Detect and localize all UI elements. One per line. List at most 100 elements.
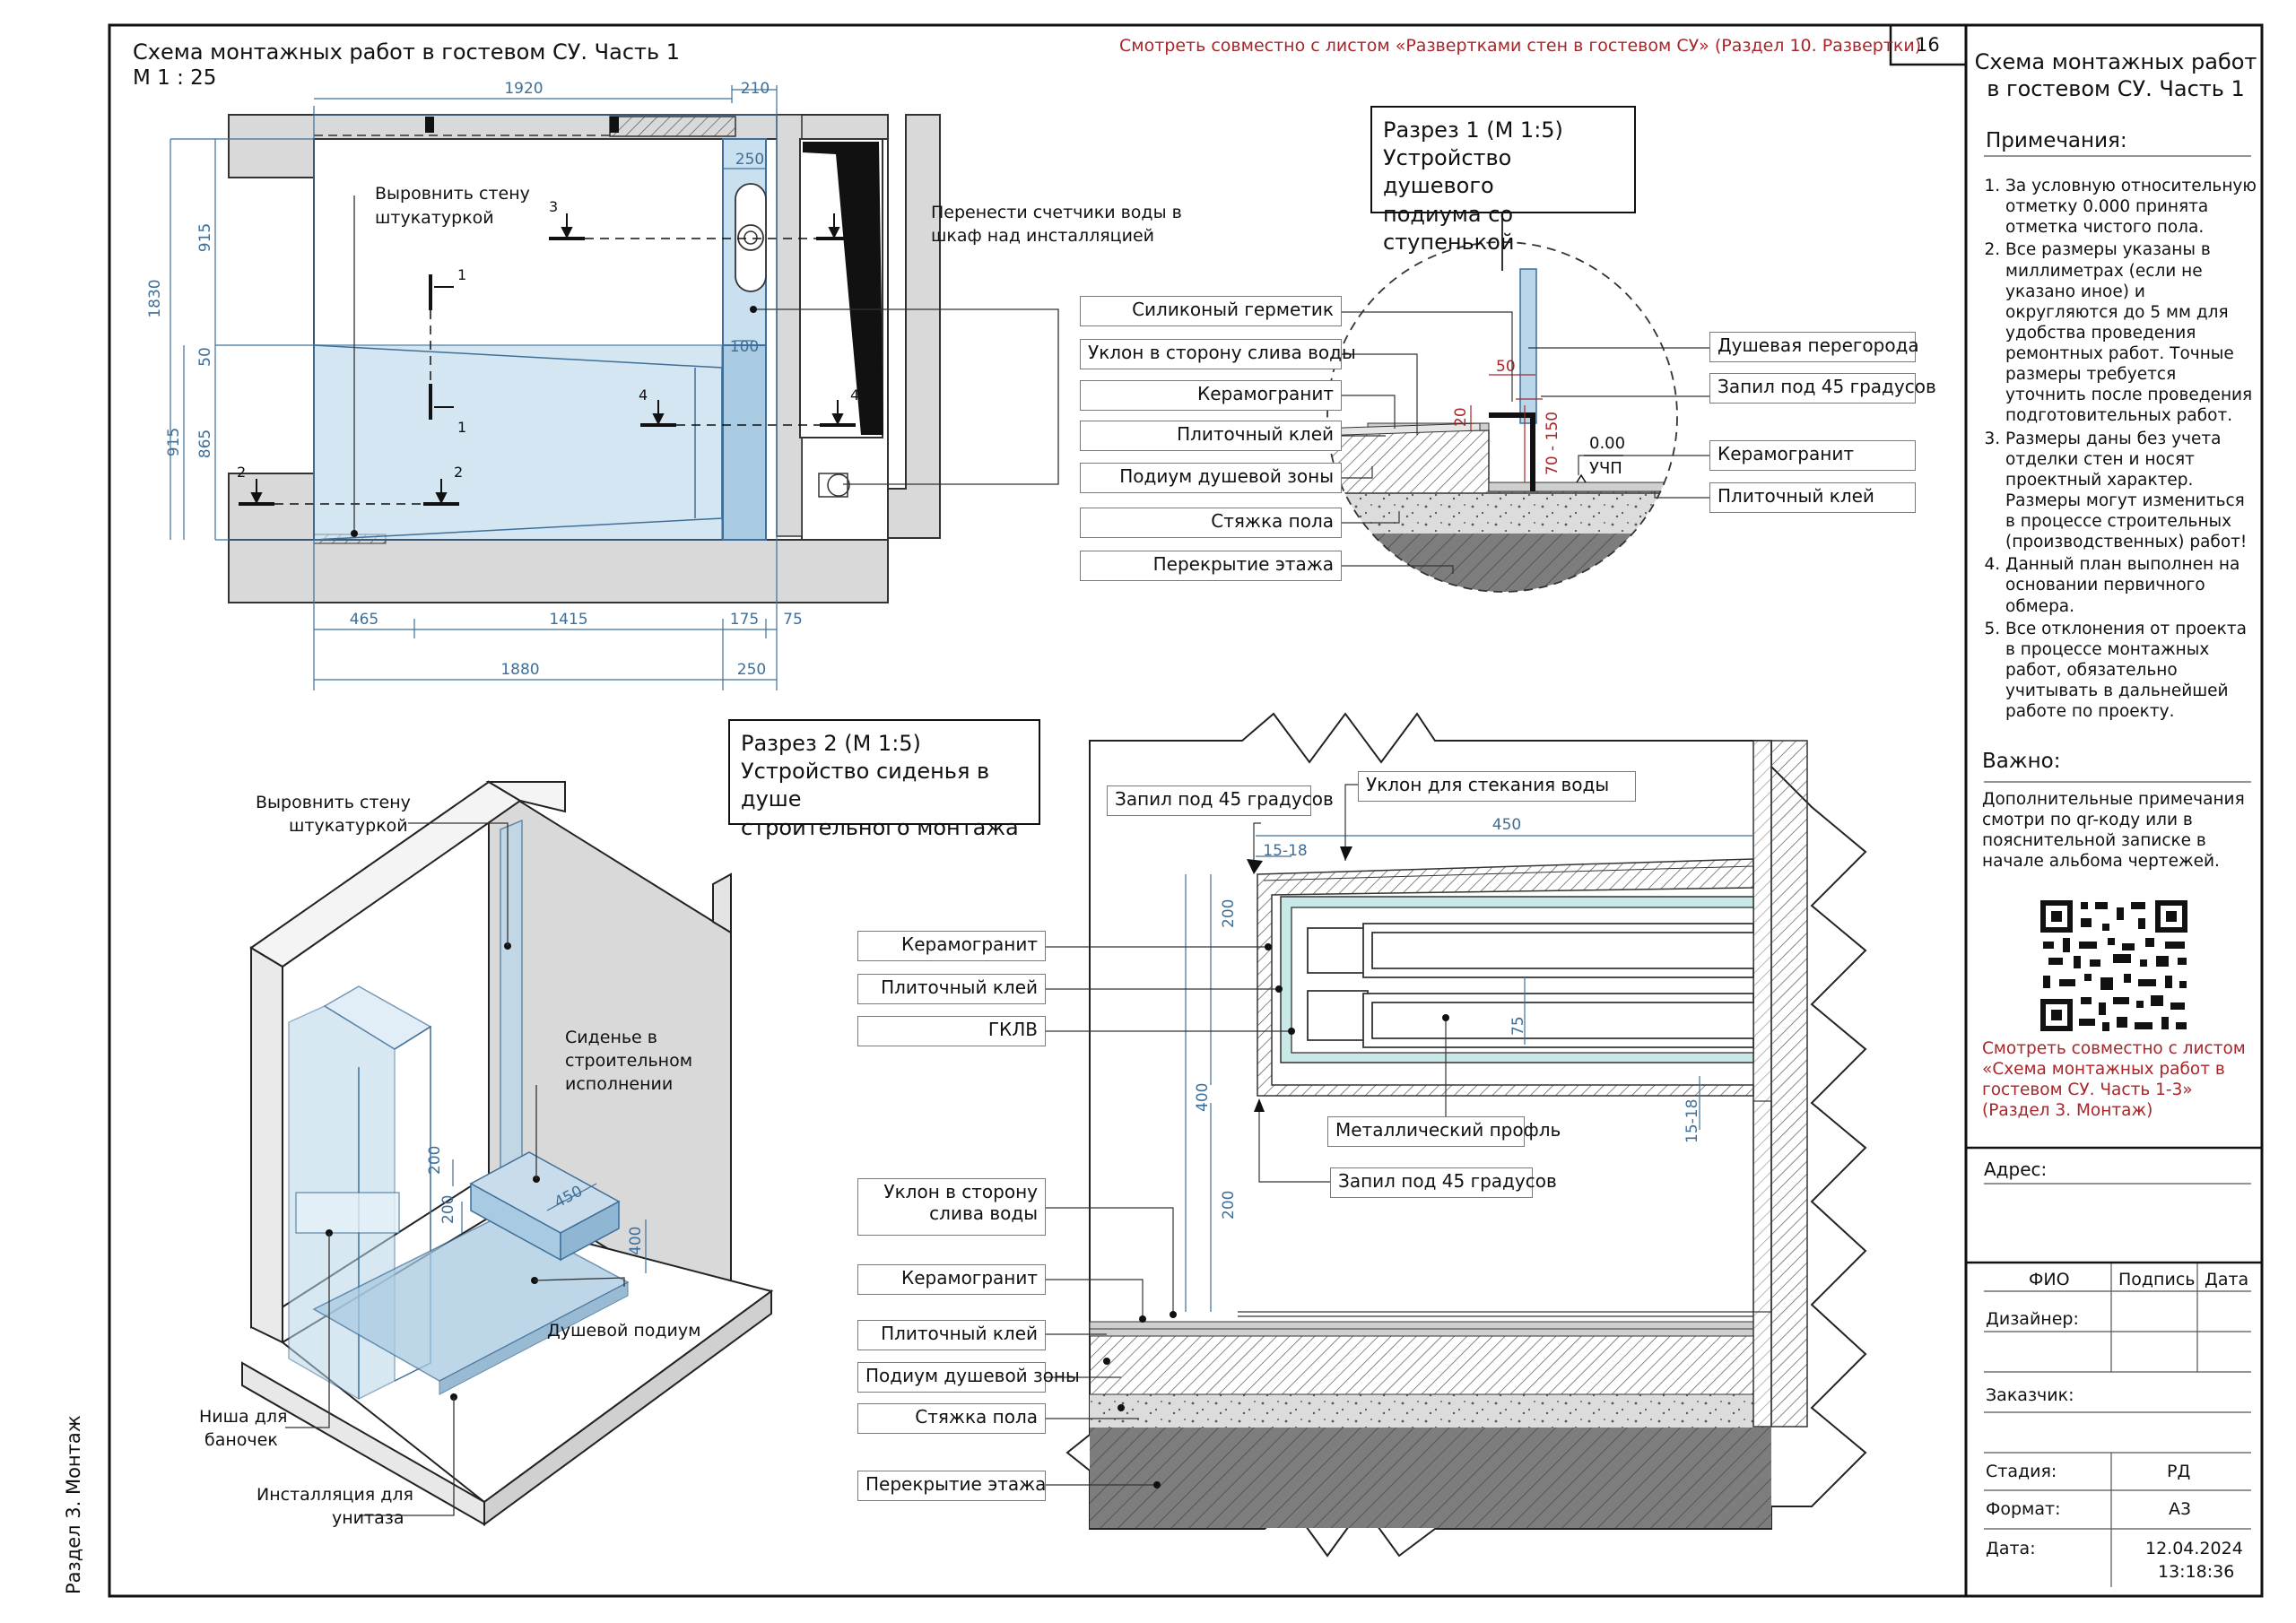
s2-label-cut45-top: Запил под 45 градусов [1107,785,1334,816]
sheet-frame [108,23,2264,1598]
note-4: Данный план выполнен на основании первич… [2005,554,2258,616]
format-label: Формат: [1986,1499,2061,1519]
svg-text:УЧП: УЧП [1589,459,1622,478]
s2-label-porcelain: Керамогранит [857,931,1046,961]
svg-text:865: 865 [196,430,214,458]
note-5: Все отклонения от проекта в процессе мон… [2005,619,2258,723]
section-2-title: Разрез 2 (М 1:5) Устройство сиденья в ду… [728,719,1040,840]
svg-text:70 - 150: 70 - 150 [1544,412,1561,475]
qr-code [2038,898,2190,1035]
svg-text:2: 2 [454,464,463,481]
svg-text:3: 3 [841,198,850,215]
important-text: Дополнительные примечания смотри по qr-к… [1982,790,2245,872]
svg-text:1880: 1880 [500,661,539,679]
s1-label-partition: Душевая перегорода [1709,332,1919,362]
isometric-view: 200 200 450 400 [241,780,774,1526]
svg-text:200: 200 [1220,899,1238,928]
s1-label-slope: Уклон в сторону слива воды [1080,339,1356,369]
svg-text:1: 1 [457,419,466,436]
see-also-note: Смотреть совместно с листом «Схема монта… [1982,1039,2246,1121]
sidebar-title: Схема монтажных работ в гостевом СУ. Час… [1974,49,2257,101]
s1-label-cut45: Запил под 45 градусов [1709,373,1936,404]
s1-label-glue-right: Плиточный клей [1709,482,1916,513]
svg-text:0.00: 0.00 [1589,434,1625,453]
svg-text:50: 50 [196,347,214,367]
format-value: А3 [2169,1499,2192,1519]
svg-text:175: 175 [730,611,759,629]
date-label: Дата: [1986,1539,2036,1558]
svg-text:915: 915 [165,428,183,456]
plan-title: Схема монтажных работ в гостевом СУ. Час… [133,39,681,65]
svg-text:2: 2 [237,464,246,481]
dim-top-1920: 1920 [504,80,543,98]
svg-text:250: 250 [737,661,766,679]
s2-label-podium: Подиум душевой зоны [857,1362,1080,1393]
note-3: Размеры даны без учета отделки стен и но… [2005,429,2258,553]
customer-label: Заказчик: [1986,1385,2074,1405]
notes-heading: Примечания: [1986,129,2127,152]
section-1-title: Разрез 1 (М 1:5) Устройство душевого под… [1370,106,1636,255]
side-section-label: Раздел 3. Монтаж [63,1415,84,1594]
s1-label-tile-glue: Плиточный клей [1080,421,1342,451]
svg-text:200: 200 [439,1195,457,1224]
s1-label-porcelain: Керамогранит [1080,380,1342,411]
s2-label-porcelain-floor: Керамогранит [857,1264,1046,1295]
s1-label-porcelain-right: Керамогранит [1709,440,1916,471]
stage-label: Стадия: [1986,1462,2057,1481]
svg-text:450: 450 [1492,816,1521,834]
svg-text:250: 250 [735,151,764,169]
iso-label-seat-3: исполнении [565,1074,674,1094]
svg-text:200: 200 [1220,1191,1238,1219]
iso-label-podium: Душевой подиум [547,1321,701,1341]
plan-note-level-wall-1: Выровнить стену [375,184,530,204]
s2-label-glue: Плиточный клей [857,974,1046,1004]
important-heading: Важно: [1982,750,2061,773]
address-label: Адрес: [1984,1159,2048,1180]
svg-text:4: 4 [850,386,859,404]
s2-label-glue-floor: Плиточный клей [857,1320,1046,1350]
svg-text:400: 400 [627,1227,645,1255]
iso-label-level-wall-1: Выровнить стену [256,793,411,812]
plan-scale: М 1 : 25 [133,66,217,90]
svg-text:1415: 1415 [549,611,587,629]
svg-text:3: 3 [549,198,558,215]
iso-label-niche-1: Ниша для [199,1407,288,1427]
s2-label-slope: Уклон в сторону слива воды [857,1178,1046,1236]
iso-label-level-wall-2: штукатуркой [289,816,408,836]
s2-label-screed: Стяжка пола [857,1403,1046,1434]
svg-text:915: 915 [196,223,214,252]
svg-text:75: 75 [1509,1016,1527,1036]
svg-text:15-18: 15-18 [1263,842,1307,860]
floor-plan: 1920 210 250 1830 915 915 50 865 100 465… [146,80,1059,690]
stage-value: РД [2167,1462,2191,1481]
date-value: 12.04.2024 [2145,1539,2243,1558]
sheet-number: 16 [1916,34,1940,56]
section-1-detail: 50 20 70 - 150 0.00 УЧП [1326,213,1709,593]
col-date: Дата [2205,1270,2249,1289]
top-cross-reference: Смотреть совместно с листом «Развертками… [1119,36,1922,56]
plan-note-meters-1: Перенести счетчики воды в [931,203,1182,222]
s1-label-sealant: Силиконый герметик [1080,296,1342,326]
col-fio: ФИО [2029,1270,2070,1289]
notes-list: За условную относительную отметку 0.000 … [1980,176,2258,724]
svg-text:1: 1 [457,266,466,283]
svg-text:1830: 1830 [146,279,164,317]
s2-label-slope-top: Уклон для стекания воды [1358,771,1636,802]
col-signature: Подпись [2118,1270,2196,1289]
svg-text:75: 75 [783,611,803,629]
sheet-number-box [1889,23,1968,66]
s2-label-slab: Перекрытие этажа [857,1471,1046,1501]
svg-text:50: 50 [1496,358,1516,376]
s2-label-metal-profile: Металлический профль [1327,1116,1561,1147]
iso-label-niche-2: баночек [204,1430,278,1450]
iso-label-seat-1: Сиденье в [565,1028,657,1047]
s1-label-slab: Перекрытие этажа [1080,551,1342,581]
s1-label-podium: Подиум душевой зоны [1080,463,1342,493]
iso-label-install-2: унитаза [332,1508,404,1528]
designer-label: Дизайнер: [1986,1309,2079,1329]
svg-text:200: 200 [426,1146,444,1175]
time-value: 13:18:36 [2158,1562,2235,1582]
svg-text:4: 4 [639,386,648,404]
